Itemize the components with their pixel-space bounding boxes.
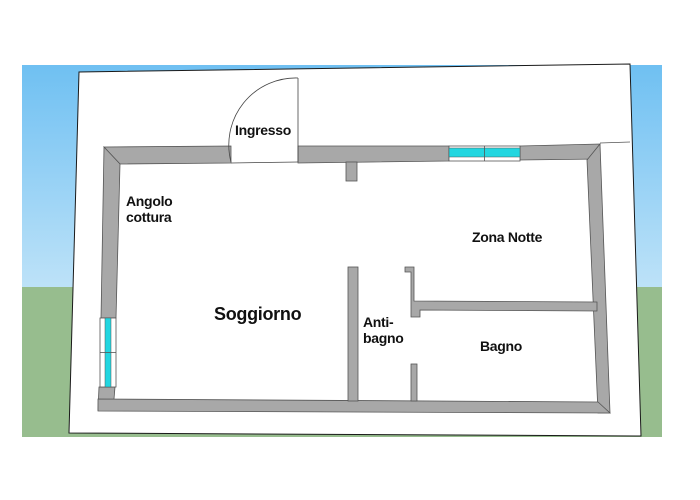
room-label-antibagno: Anti- bagno bbox=[363, 314, 404, 347]
slab-edge-right bbox=[599, 141, 631, 144]
room-label-bagno: Bagno bbox=[480, 338, 523, 354]
window-left bbox=[99, 317, 117, 388]
room-label-soggiorno: Soggiorno bbox=[214, 304, 302, 324]
window-top bbox=[448, 145, 521, 162]
walls bbox=[97, 142, 612, 414]
entrance-door bbox=[228, 77, 299, 164]
room-label-ingresso: Ingresso bbox=[235, 122, 291, 138]
room-label-zona-notte: Zona Notte bbox=[472, 229, 543, 245]
room-label-angolo-cottura: Angolo cottura bbox=[126, 193, 173, 226]
